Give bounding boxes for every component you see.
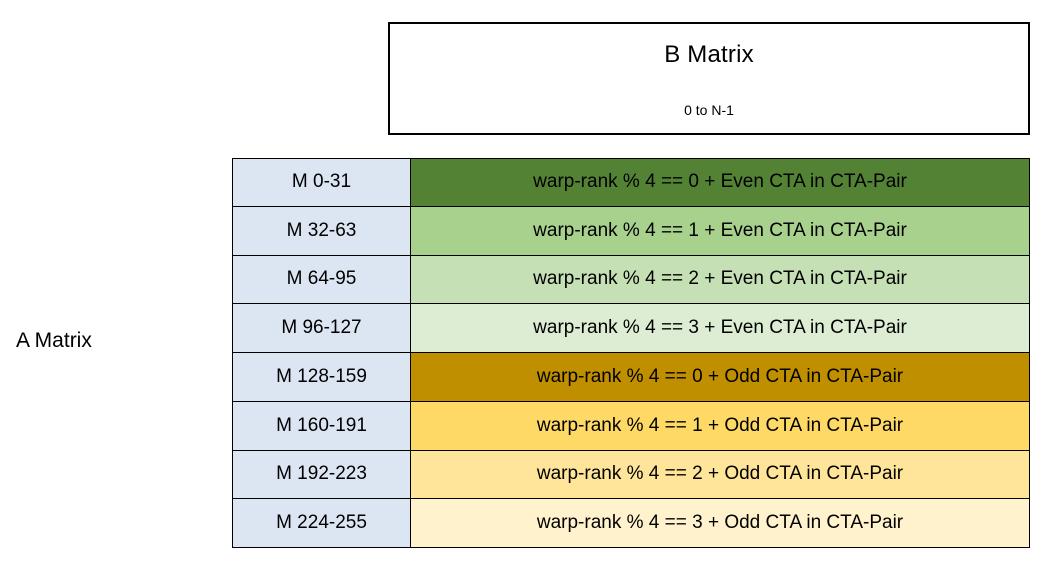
warp-assignment-cell: warp-rank % 4 == 2 + Odd CTA in CTA-Pair — [411, 450, 1030, 500]
b-matrix-range-label: 0 to N-1 — [684, 102, 734, 118]
b-matrix-title: B Matrix — [664, 41, 754, 68]
b-matrix-header-box: B Matrix 0 to N-1 — [388, 22, 1030, 135]
m-range-cell: M 192-223 — [232, 450, 411, 500]
m-range-cell: M 128-159 — [232, 353, 411, 402]
a-matrix-label: A Matrix — [16, 329, 92, 352]
m-range-cell: M 96-127 — [232, 304, 411, 353]
warp-assignment-cell: warp-rank % 4 == 0 + Even CTA in CTA-Pai… — [411, 158, 1030, 207]
warp-assignment-cell: warp-rank % 4 == 1 + Even CTA in CTA-Pai… — [411, 206, 1030, 256]
warp-assignment-cell: warp-rank % 4 == 3 + Odd CTA in CTA-Pair — [411, 499, 1030, 548]
m-range-cell: M 160-191 — [232, 401, 411, 451]
m-range-cell: M 32-63 — [232, 206, 411, 256]
warp-assignment-cell: warp-rank % 4 == 1 + Odd CTA in CTA-Pair — [411, 401, 1030, 451]
m-range-cell: M 0-31 — [232, 158, 411, 207]
m-range-cell: M 224-255 — [232, 499, 411, 548]
warp-assignment-cell: warp-rank % 4 == 0 + Odd CTA in CTA-Pair — [411, 353, 1030, 402]
warp-assignment-cell: warp-rank % 4 == 3 + Even CTA in CTA-Pai… — [411, 304, 1030, 353]
warp-assignment-cell: warp-rank % 4 == 2 + Even CTA in CTA-Pai… — [411, 255, 1030, 305]
m-range-cell: M 64-95 — [232, 255, 411, 305]
